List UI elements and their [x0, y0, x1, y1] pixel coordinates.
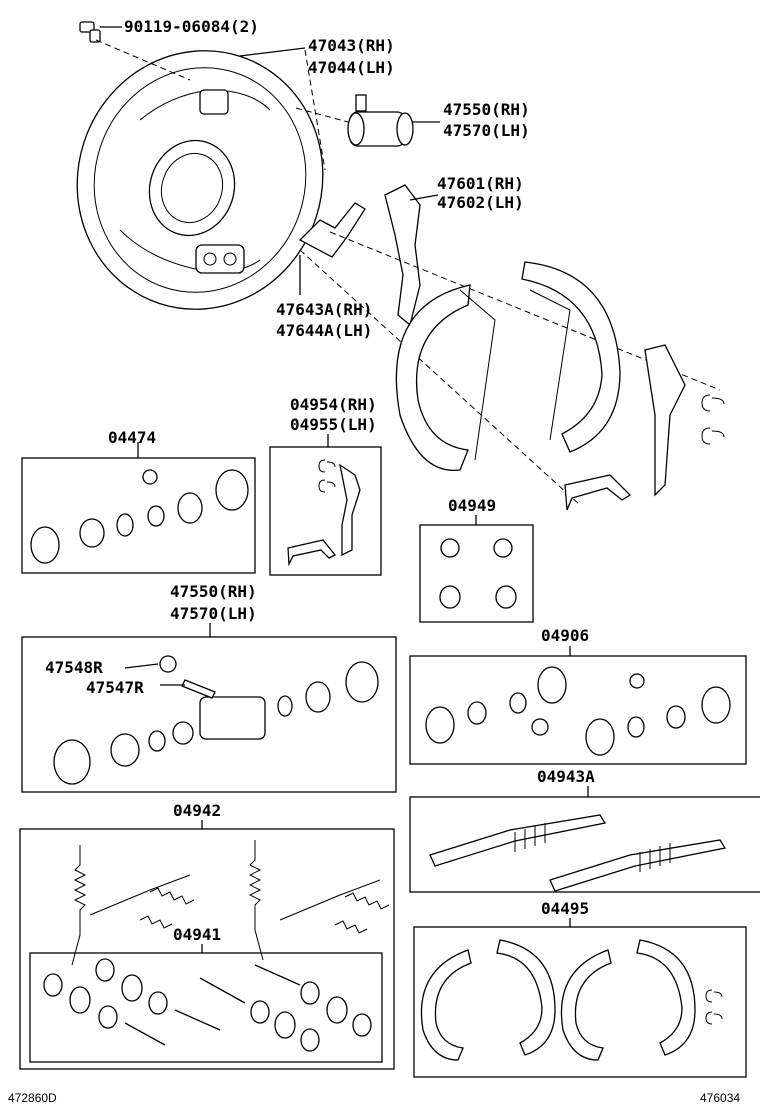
label-kit-04941: 04941 — [173, 925, 221, 944]
footer-right-code: 476034 — [700, 1091, 740, 1105]
kit-04954-04955 — [269, 434, 382, 576]
kit-04474 — [21, 442, 256, 574]
kit-04906 — [409, 646, 747, 765]
label-cylinder-rh: 47550(RH) — [443, 100, 530, 119]
label-plate-lh: 47044(LH) — [308, 58, 395, 77]
label-bolt: 90119-06084(2) — [124, 17, 259, 36]
label-kit-04942: 04942 — [173, 801, 221, 820]
label-lever-rh: 47601(RH) — [437, 174, 524, 193]
kit-04943a — [409, 786, 760, 893]
label-cylinder2-rh: 47550(RH) — [170, 582, 257, 601]
label-lever-lh: 47602(LH) — [437, 193, 524, 212]
kit-04495 — [413, 918, 747, 1078]
footer-left-code: 472860D — [8, 1091, 57, 1105]
label-plate-rh: 47043(RH) — [308, 36, 395, 55]
label-kit-04474: 04474 — [108, 428, 156, 447]
label-strut-lh: 47644A(LH) — [276, 321, 372, 340]
label-strut-rh: 47643A(RH) — [276, 300, 372, 319]
backing-plate — [76, 50, 324, 310]
label-bleeder-plug: 47547R — [86, 678, 144, 697]
wheel-cylinder-kit — [21, 623, 397, 793]
label-kit-04943a: 04943A — [537, 767, 595, 786]
label-cylinder-lh: 47570(LH) — [443, 121, 530, 140]
strut-lever — [298, 184, 421, 327]
kit-04941 — [29, 944, 383, 1063]
wheel-cylinder-top — [347, 94, 414, 147]
label-spring-lh: 04955(LH) — [290, 415, 377, 434]
mounting-bolt — [79, 21, 101, 43]
label-kit-04949: 04949 — [448, 496, 496, 515]
kit-04949 — [419, 515, 534, 623]
label-spring-rh: 04954(RH) — [290, 395, 377, 414]
kit-04942 — [19, 820, 395, 1070]
label-kit-04906: 04906 — [541, 626, 589, 645]
label-kit-04495: 04495 — [541, 899, 589, 918]
brake-shoes-top — [395, 261, 725, 511]
label-cylinder2-lh: 47570(LH) — [170, 604, 257, 623]
label-bleeder-cap: 47548R — [45, 658, 103, 677]
